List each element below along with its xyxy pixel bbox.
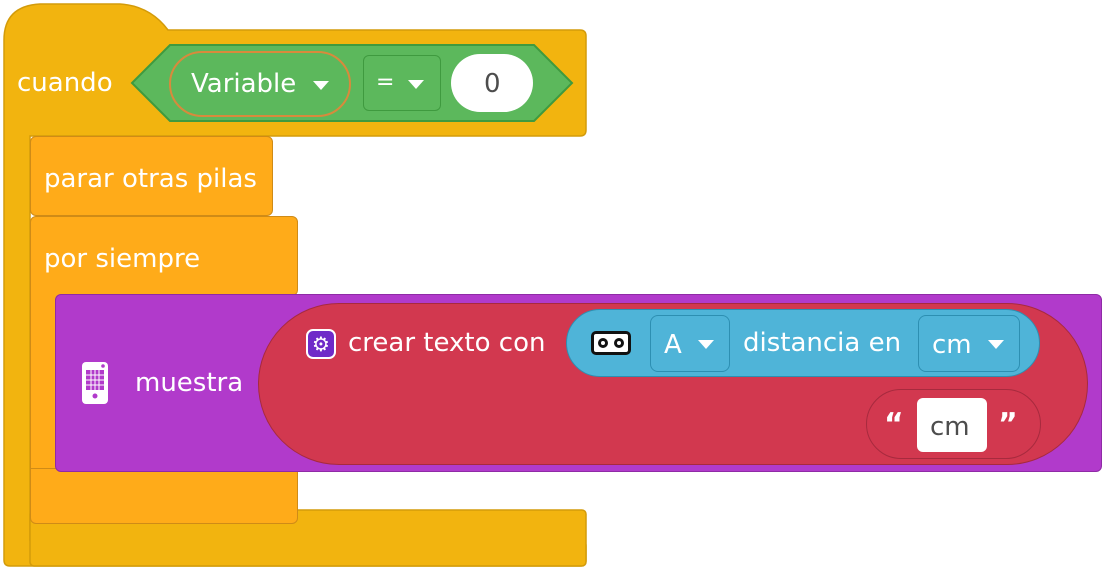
unit-dropdown[interactable]: cm [918,315,1020,372]
chevron-down-icon [698,340,714,349]
chevron-down-icon [313,81,329,90]
operator-label: = [376,70,395,95]
variable-label: Variable [191,69,297,99]
open-quote-icon: “ [884,407,904,442]
stop-label: parar otras pilas [44,164,257,194]
chevron-down-icon [408,80,424,89]
forever-bottom [30,468,298,524]
port-dropdown[interactable]: A [650,315,730,372]
display-label: muestra [135,368,244,398]
stop-other-stacks-block[interactable]: parar otras pilas [30,136,273,216]
join-text-label: crear texto con [348,328,546,358]
operator-dropdown[interactable]: = [363,55,441,111]
forever-block[interactable]: por siempre [30,216,298,296]
when-label: cuando [17,68,113,98]
distance-label: distancia en [743,328,902,358]
condition-value-input[interactable]: 0 [451,54,533,112]
variable-dropdown[interactable]: Variable [169,51,351,117]
gear-icon: ⚙ [306,329,336,359]
distance-sensor-icon [591,331,631,355]
chevron-down-icon [988,340,1004,349]
string-value-input[interactable]: cm [917,398,987,452]
string-value: cm [930,412,970,442]
forever-label: por siempre [44,244,201,274]
display-icon [82,362,108,404]
port-label: A [664,330,682,360]
condition-value: 0 [484,69,501,99]
forever-arm [30,290,58,480]
close-quote-icon: ” [998,407,1018,442]
unit-label: cm [932,330,972,360]
